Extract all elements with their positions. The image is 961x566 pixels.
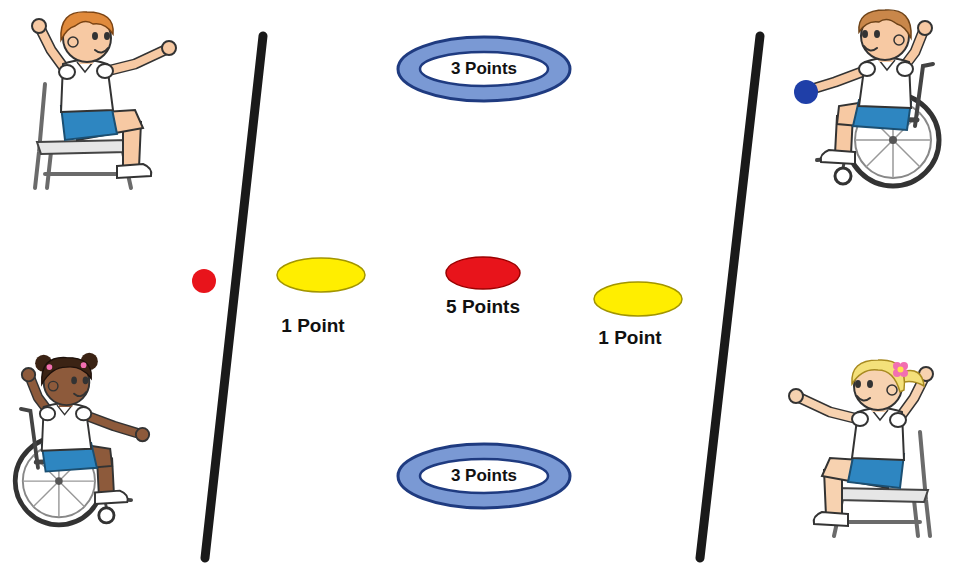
ring-hole bbox=[420, 459, 548, 493]
point-label: 5 Points bbox=[446, 296, 520, 319]
boy-on-chair-part bbox=[61, 12, 113, 40]
ring-outer bbox=[398, 444, 570, 508]
boy-in-wheelchair-part bbox=[859, 10, 911, 38]
girl-in-wheelchair-part bbox=[81, 362, 87, 368]
target-ring: 3 Points bbox=[396, 35, 572, 103]
target-spot: 1 Point bbox=[275, 256, 367, 339]
floor-spot bbox=[277, 258, 365, 292]
boy-on-chair-part bbox=[32, 14, 176, 188]
ring-hole bbox=[420, 52, 548, 86]
target-spot: 1 Point bbox=[592, 280, 684, 351]
girl-on-chair-part bbox=[898, 367, 904, 373]
point-label: 1 Point bbox=[281, 315, 344, 338]
girl-in-wheelchair-part bbox=[47, 364, 53, 370]
boy-in-wheelchair bbox=[798, 10, 939, 186]
blue-ball bbox=[794, 80, 818, 104]
floor-spot bbox=[594, 282, 682, 316]
target-ring: 3 Points bbox=[396, 442, 572, 510]
throw-line-part bbox=[700, 36, 760, 558]
point-label: 3 Points bbox=[451, 466, 517, 486]
girl-on-chair-part bbox=[789, 362, 933, 536]
girl-in-wheelchair-part bbox=[42, 357, 92, 384]
boy-on-chair bbox=[32, 12, 176, 188]
throw-line bbox=[205, 36, 760, 558]
ring-outer bbox=[398, 37, 570, 101]
red-ball bbox=[192, 269, 216, 293]
target-spot: 5 Points bbox=[444, 255, 522, 320]
floor-spot bbox=[446, 257, 520, 289]
point-label: 1 Point bbox=[598, 327, 661, 350]
girl-in-wheelchair bbox=[15, 353, 149, 525]
girl-in-wheelchair-part bbox=[15, 360, 149, 525]
girl-on-chair bbox=[789, 360, 933, 536]
boy-in-wheelchair-part bbox=[798, 12, 939, 186]
point-label: 3 Points bbox=[451, 59, 517, 79]
throw-line-part bbox=[205, 36, 263, 558]
girl-on-chair-part bbox=[852, 360, 905, 392]
